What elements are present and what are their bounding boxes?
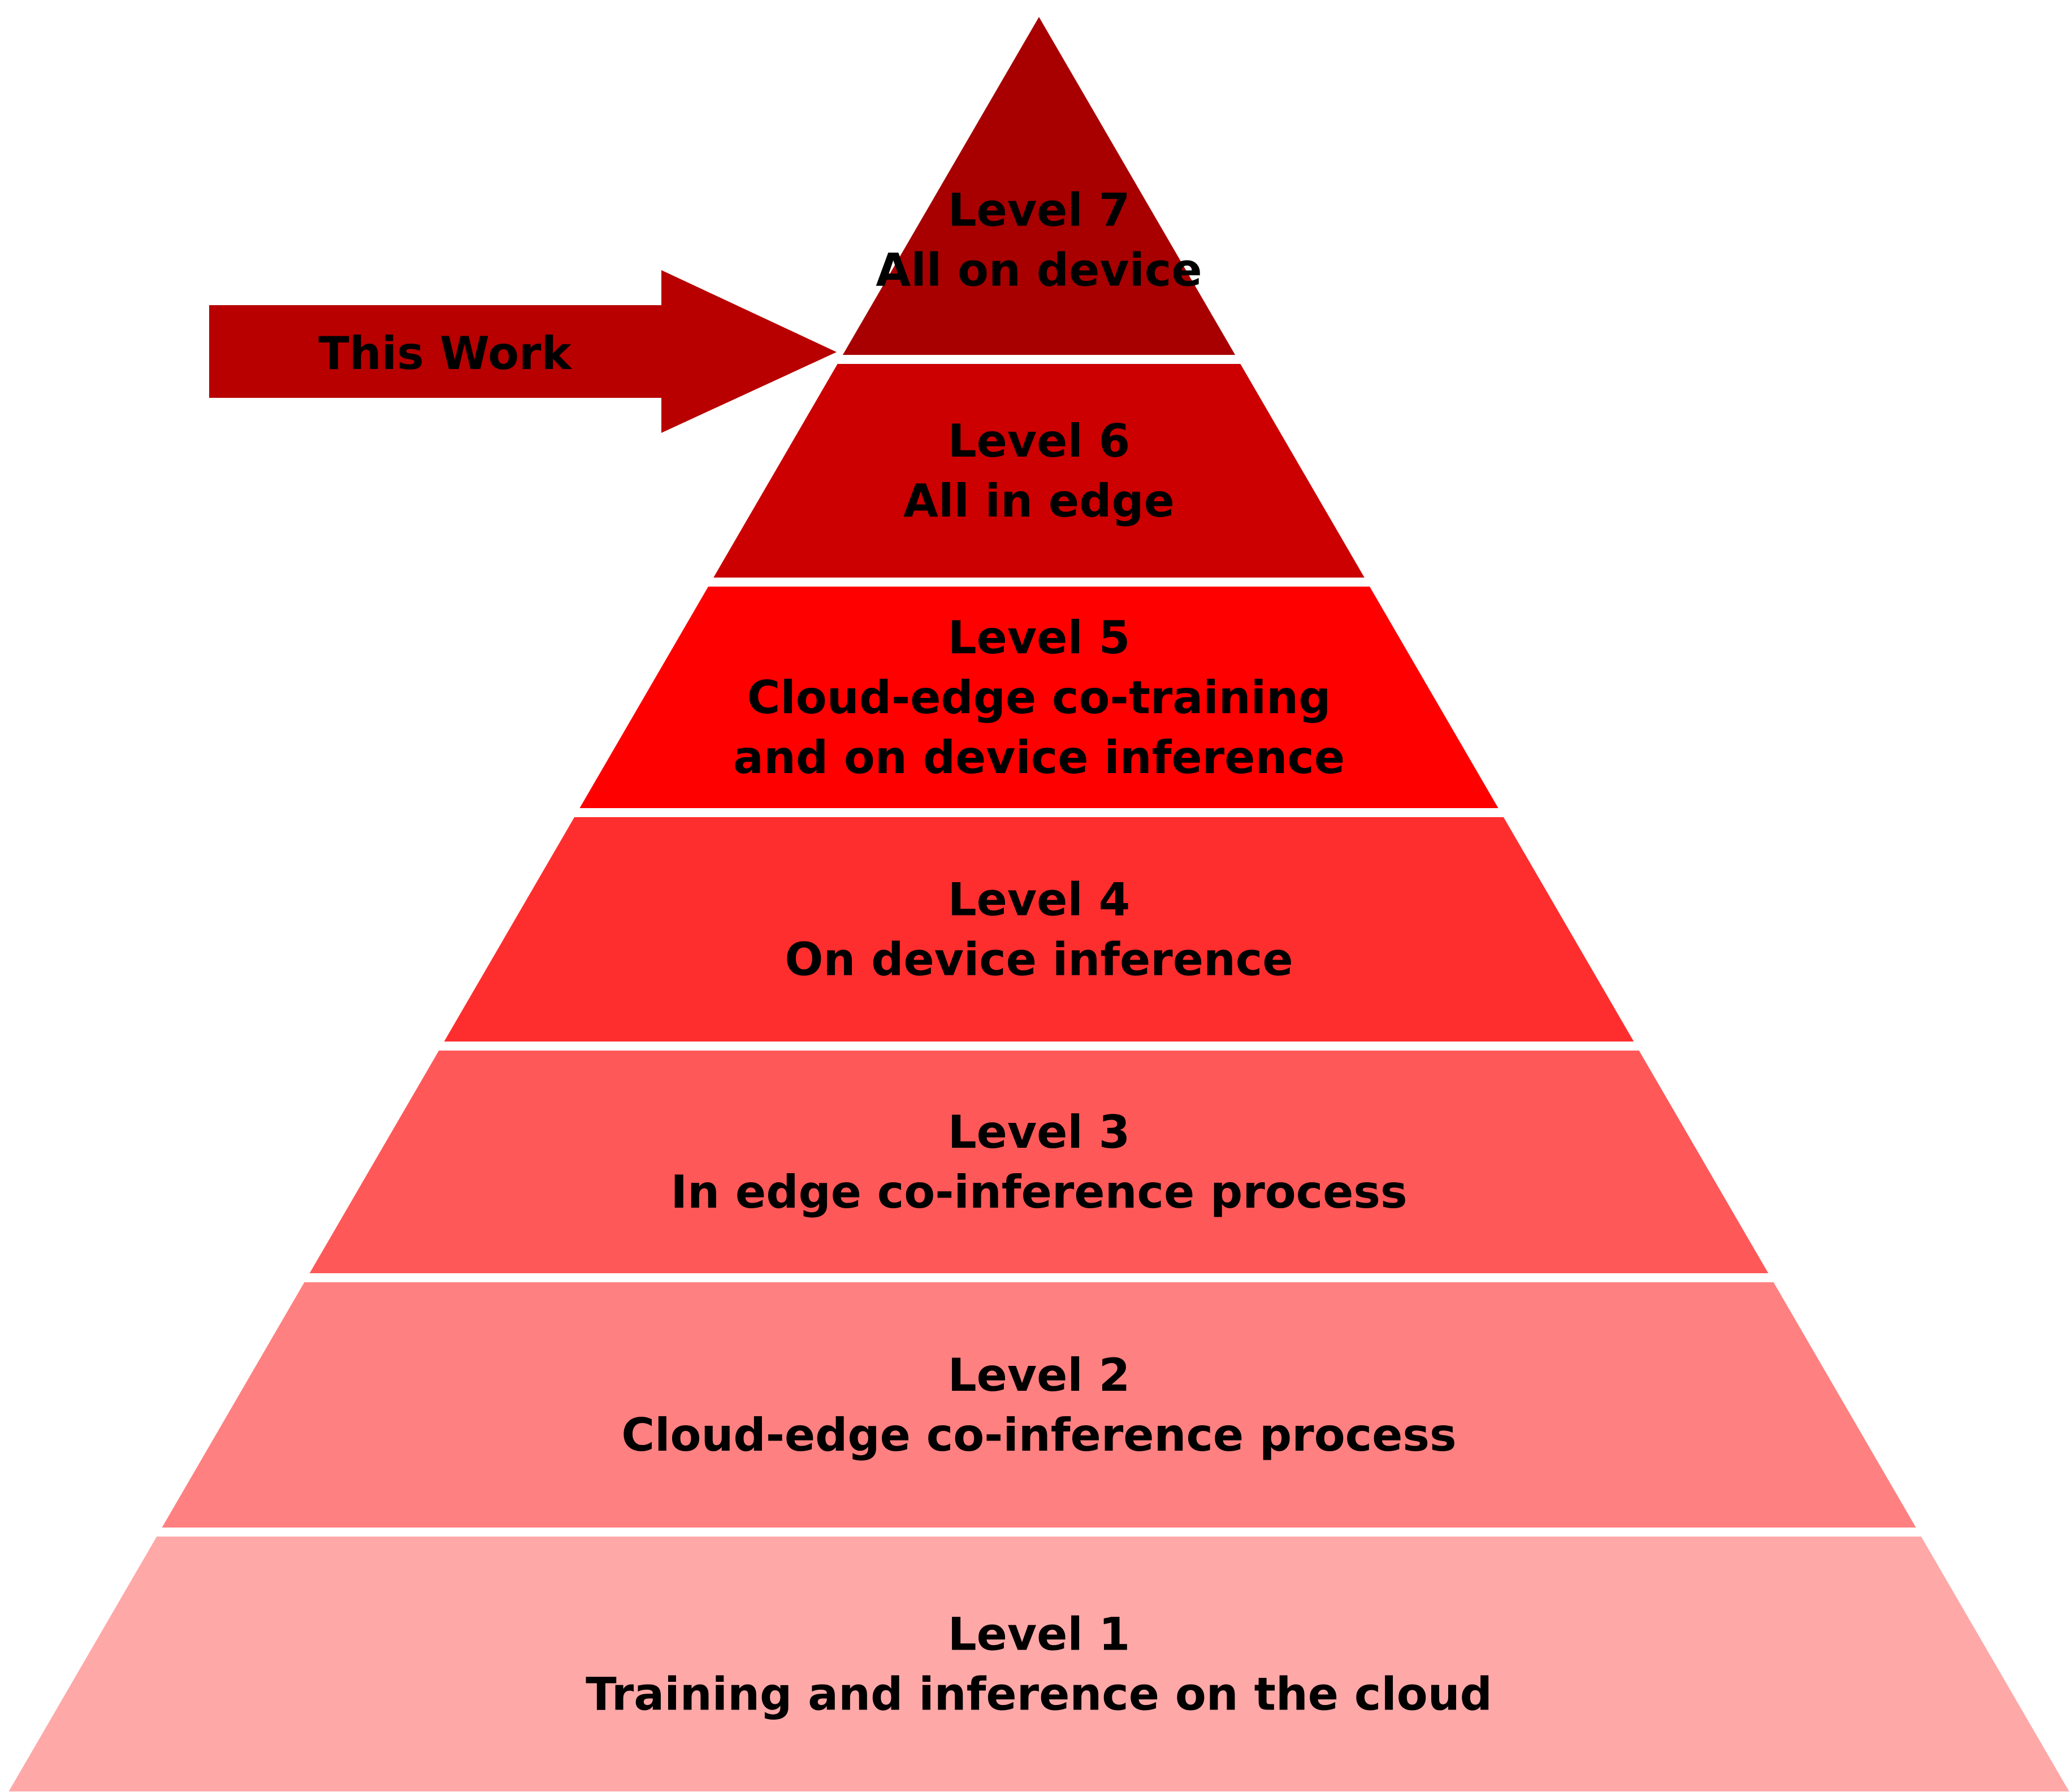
pyramid-level-5: Level 5 Cloud-edge co-training and on devi…	[579, 587, 1499, 808]
level-shape	[444, 817, 1634, 1042]
level-description: Training and inference on the cloud	[586, 1668, 1492, 1721]
pyramid-level-3: Level 3 In edge co-inference process	[309, 1051, 1769, 1273]
level-shape	[162, 1282, 1916, 1528]
level-shape	[713, 364, 1365, 578]
level-shape	[842, 17, 1236, 355]
pyramid-level-6: Level 6 All in edge	[713, 364, 1365, 578]
level-description: On device inference	[785, 934, 1293, 986]
level-title: Level 3	[948, 1106, 1131, 1158]
level-shape	[309, 1051, 1769, 1273]
level-description: All on device	[876, 244, 1202, 297]
arrow-label: This Work	[318, 327, 572, 380]
pyramid-level-7: Level 7 All on device	[842, 17, 1236, 355]
level-shape	[579, 587, 1499, 808]
level-title: Level 2	[948, 1349, 1131, 1402]
level-shape	[8, 1537, 2069, 1791]
this-work-arrow: This Work	[209, 270, 837, 433]
level-title: Level 6	[948, 415, 1131, 467]
arrow-shape	[209, 270, 837, 433]
level-title: Level 5	[948, 611, 1131, 664]
pyramid-level-4: Level 4 On device inference	[444, 817, 1634, 1042]
level-description: All in edge	[903, 475, 1175, 527]
level-description: Cloud-edge co-inference process	[621, 1409, 1456, 1461]
level-title: Level 4	[948, 874, 1131, 926]
level-title: Level 1	[948, 1608, 1131, 1661]
level-title: Level 7	[948, 184, 1131, 237]
level-description: and on device inference	[733, 731, 1345, 784]
level-description: Cloud-edge co-training	[747, 671, 1331, 724]
pyramid-level-2: Level 2 Cloud-edge co-inference process	[162, 1282, 1916, 1528]
level-description: In edge co-inference process	[670, 1166, 1407, 1218]
pyramid-level-1: Level 1 Training and inference on the clo…	[8, 1537, 2069, 1791]
